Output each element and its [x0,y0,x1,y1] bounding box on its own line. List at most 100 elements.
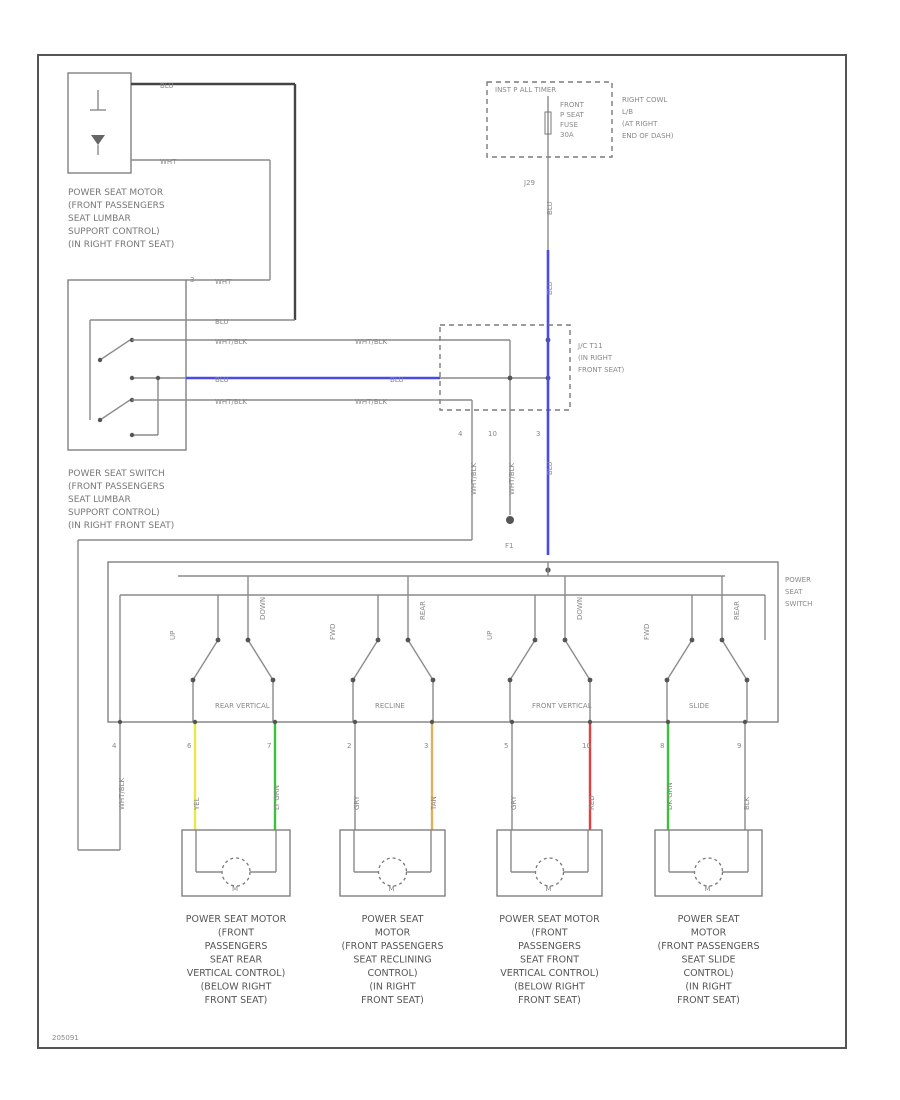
lumbar-switch-wires: WHT/BLK WHT/BLK BLU BLU WHT/BLK WHT/BLK [186,338,440,406]
motor-label-line: (BELOW RIGHT [201,982,272,993]
junction-line: J/C T11 [577,342,603,350]
motor-label-line: CONTROL) [683,968,733,979]
wire-color-label: DK GRN [666,782,674,810]
pin-label: 4 [112,742,117,750]
switch-section-label: REAR VERTICAL [215,702,270,710]
switch-blade [407,639,434,681]
motor-label-line: CONTROL) [367,968,417,979]
wire-color-label: LT GRN [273,785,281,810]
wire-color-label: BLU [546,202,554,215]
label-line: (IN RIGHT FRONT SEAT) [68,240,174,250]
motor-label-line: PASSENGERS [518,941,581,952]
wire-color-label: WHT [160,158,177,166]
fuse-line: 30A [560,131,574,139]
motor-label-line: SEAT REAR [210,955,263,966]
switch-contact [719,637,725,643]
switch-contact [689,637,695,643]
pin-label: 3 [536,430,540,438]
pin-label: 4 [458,430,463,438]
motor-icon [221,857,251,887]
motor-label-line: FRONT SEAT) [361,995,424,1006]
motor-box [654,829,763,897]
pin-dot [509,719,515,725]
wire-color-label: BLK [743,796,751,810]
switch-contact [562,637,568,643]
switch-contact [245,637,251,643]
pin-label: 9 [737,742,741,750]
switch-dir-label: DOWN [259,597,267,620]
lumbar-switch-label: POWER SEAT SWITCH (FRONT PASSENGERS SEAT… [68,469,174,531]
label-line: (FRONT PASSENGERS [68,201,165,211]
wire-color-label: TAN [430,796,438,811]
wire-color-label: BLU [546,462,554,475]
wire-color-label: RED [588,795,596,810]
pin-dot [352,719,358,725]
pin-dot [665,719,671,725]
wire-color-label: WHT/BLK [355,398,388,406]
fuse-location-line: (AT RIGHT [622,120,658,128]
switch-contact [587,677,593,683]
switch-section-label: SLIDE [689,702,709,710]
switch-blade [666,639,693,681]
motor-label-line: SEAT FRONT [520,955,579,966]
ground-label: F1 [505,542,513,550]
switch-dir-label: REAR [419,601,427,620]
switch-dir-label: UP [169,631,177,640]
motor-box [181,829,291,897]
motor-box [496,829,603,897]
fuse-line: FUSE [560,121,578,129]
motor-label-line: (FRONT PASSENGERS [342,941,444,952]
fuse-connector: J29 [523,179,535,187]
motor-symbol: M [232,885,238,893]
wire-color-label: BLU [215,376,228,384]
junction-line: FRONT SEAT) [578,366,625,374]
switch-dir-label: REAR [733,601,741,620]
wire-color-label: YEL [193,797,201,811]
motor-box [339,829,446,897]
motor-symbol: M [546,885,552,893]
wire-color-label: BLU [160,82,173,90]
motor-label-line: MOTOR [691,928,727,939]
footer-code: 205091 [52,1034,79,1042]
motor-label-line: MOTOR [375,928,411,939]
pin-label: 8 [660,742,664,750]
pin-label: 3 [424,742,428,750]
motor-label-line: (FRONT [531,928,567,939]
pin-dot [587,719,593,725]
switch-blade [192,639,219,681]
diagram-frame [37,54,847,1049]
switch-blade [721,639,748,681]
motor-label-line: POWER SEAT MOTOR [499,914,600,925]
pin-label: 6 [187,742,192,750]
motor-label-line: POWER SEAT [678,914,740,925]
motor-label-line: POWER SEAT MOTOR [186,914,287,925]
motor-symbol: M [389,885,395,893]
label-line: SEAT LUMBAR [68,214,131,224]
switch-contact [190,677,196,683]
label-line: POWER SEAT MOTOR [68,188,163,198]
label-line: (IN RIGHT FRONT SEAT) [68,521,174,531]
switch-contact [664,677,670,683]
switch-label-line: SEAT [785,588,803,596]
switch-dir-label: FWD [643,624,651,640]
lumbar-motor: BLU WHT [67,72,297,320]
lumbar-motor-label: POWER SEAT MOTOR (FRONT PASSENGERS SEAT … [68,188,174,250]
motor-label-line: VERTICAL CONTROL) [187,968,286,979]
pin-dot [742,719,748,725]
label-line: SUPPORT CONTROL) [68,227,160,237]
motor-label-line: POWER SEAT [362,914,424,925]
wire-color-label: WHT/BLK [470,462,478,495]
motor-label-line: VERTICAL CONTROL) [500,968,599,979]
motor-label-line: SEAT RECLINING [353,955,431,966]
motor-label-line: (FRONT PASSENGERS [658,941,760,952]
fuse-box: INST P ALL TIMER FRONT P SEAT FUSE 30A R… [486,81,674,250]
pin-label: 7 [267,742,271,750]
motor-symbol: M [705,885,711,893]
seat-motor: M POWER SEAT MOTOR (FRONT PASSENGERS SEAT RE… [339,829,446,1006]
fuse-line: FRONT [560,101,585,109]
motor-label-line: (IN RIGHT [685,982,732,993]
motor-icon [534,857,565,887]
